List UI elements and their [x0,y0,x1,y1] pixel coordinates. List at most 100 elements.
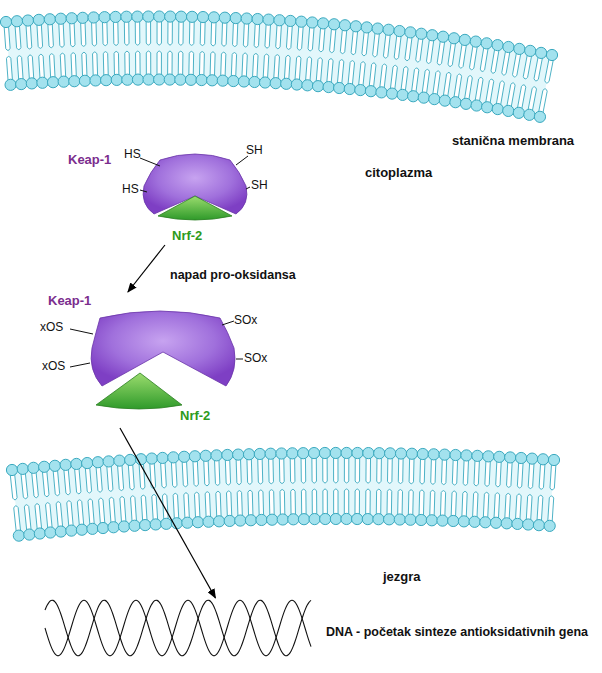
lipid-head [13,530,24,541]
lipid-tail [242,53,247,78]
lipid-tail [35,504,42,530]
lipid-tail [263,54,269,79]
lipid-tail [276,24,282,49]
lipid-tail [231,53,236,78]
lipid-tail [71,53,76,78]
lipid-tail [102,21,107,46]
lipid-head [480,517,491,528]
lipid-head [175,74,186,85]
lipid-head [448,515,459,526]
lipid-tail [82,52,87,77]
thiol-group: SH [246,143,263,158]
oxidized-group: SOx [234,313,257,328]
lipid-head [150,519,161,530]
lipid-head [427,30,438,41]
lipid-head [372,23,383,34]
lipid-head [288,514,299,525]
lipid-head [503,105,514,116]
lipid-head [298,448,309,459]
lipid-tail [502,51,510,76]
region-label: jezgra [383,569,421,584]
lipid-head [483,451,494,462]
lipid-head [219,12,230,23]
lipid-head [512,518,523,529]
lipid-head [450,449,461,460]
oxidized-group: SOx [244,351,267,366]
lipid-head [47,77,58,88]
lipid-tail [534,56,543,81]
lipid-head [490,517,501,528]
lipid-head [363,447,374,458]
lipid-tail [408,490,413,516]
lipid-tail [146,51,150,76]
lipid-head [108,522,119,533]
lipid-head [88,12,99,23]
lipid-head [307,17,318,28]
lipid-tail [131,496,137,522]
nrf2-protein: Nrf-2 [92,368,212,428]
lipid-tail [10,474,17,500]
lipid-head [90,75,101,86]
lipid-tail [37,24,43,49]
lipid-tail [77,500,83,526]
lipid-tail [92,21,97,46]
lipid-head [298,514,309,525]
lipid-tail [222,22,227,47]
lipid-tail [545,59,554,83]
lipid-head [6,464,17,475]
lipid-head [58,76,69,87]
lipid-head [230,12,241,23]
lipid-head [450,97,461,108]
lipid-head [97,522,108,533]
lipid-head [503,41,514,52]
lipid-tail [46,503,53,529]
lipid-tail [376,489,381,515]
lipid-head [365,86,376,97]
lipid-head [263,14,274,25]
region-label: citoplazma [365,165,432,180]
lipid-tail [430,490,435,516]
lipid-head [309,513,320,524]
lipid-head [416,28,427,39]
lipid-tail [463,459,468,485]
lipid-tail [398,490,403,516]
lipid-tail [259,490,264,516]
lipid-tail [168,21,173,46]
lipid-head [66,525,77,536]
lipid-head [168,452,179,463]
lipid-tail [21,473,28,499]
lipid-tail [168,51,173,76]
lipid-tail [295,56,301,81]
chemical-bond [222,321,234,325]
lipid-head [200,450,211,461]
lipid-tail [4,26,10,51]
lipid-head [330,447,341,458]
lipid-head [114,455,125,466]
lipid-tail [334,489,338,515]
lipid-tail [485,460,490,486]
lipid-tail [107,465,113,491]
lipid-head [418,92,429,103]
region-label: stanična membrana [452,133,574,148]
lipid-head [328,19,339,30]
lipid-head [492,103,503,114]
dna-helix: DNA - početak sinteze antioksidativnih g… [45,598,602,668]
lipid-tail [157,51,161,76]
lipid-head [323,81,334,92]
lipid-head [281,78,292,89]
lipid-head [406,448,417,459]
lipid-tail [297,26,303,51]
protein-name: Keap-1 [68,152,111,167]
lipid-tail [88,499,94,525]
chemical-bond [70,363,90,367]
dna-caption: DNA - početak sinteze antioksidativnih g… [313,625,601,640]
lipid-tail [128,464,134,490]
lipid-tail [284,55,290,80]
lipid-head [121,11,132,22]
lipid-head [245,515,256,526]
lipid-head [192,517,203,528]
lipid-head [165,11,176,22]
dna-strand [45,600,311,655]
membrane-band [6,17,552,117]
